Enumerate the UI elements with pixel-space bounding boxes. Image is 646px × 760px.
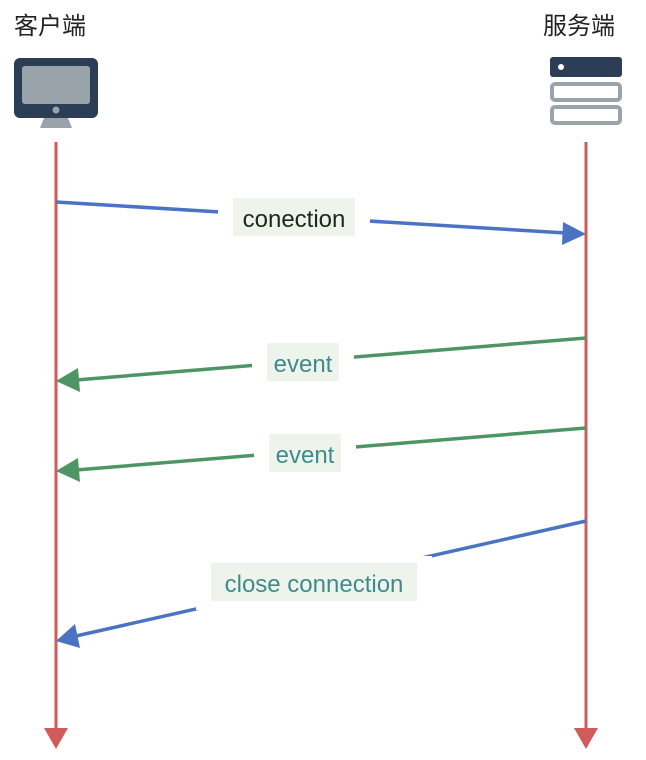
message-arrowhead (56, 624, 80, 648)
message-conection: conection (55, 197, 586, 245)
message-label-background (269, 434, 341, 472)
message-arrowhead (56, 458, 80, 482)
message-event-2: event (56, 426, 587, 482)
message-arrowhead (562, 222, 586, 245)
server-icon (550, 57, 622, 125)
message-label: event (276, 442, 335, 469)
server-actor-label: 服务端 (543, 12, 615, 40)
message-label: close connection (225, 571, 404, 598)
message-arrowhead (56, 368, 80, 392)
message-label-background (233, 198, 355, 236)
message-label: conection (243, 206, 346, 233)
client-lifeline (44, 142, 68, 749)
monitor-icon (14, 58, 98, 128)
client-lifeline-arrowhead (44, 728, 68, 749)
message-close-connection: close connection (56, 519, 587, 648)
message-label-background (267, 343, 339, 381)
message-event-1: event (56, 336, 587, 392)
server-lifeline (574, 142, 598, 749)
server-lifeline-arrowhead (574, 728, 598, 749)
message-label: event (274, 351, 333, 378)
message-label-background (211, 563, 417, 601)
client-actor-label: 客户端 (14, 12, 86, 40)
